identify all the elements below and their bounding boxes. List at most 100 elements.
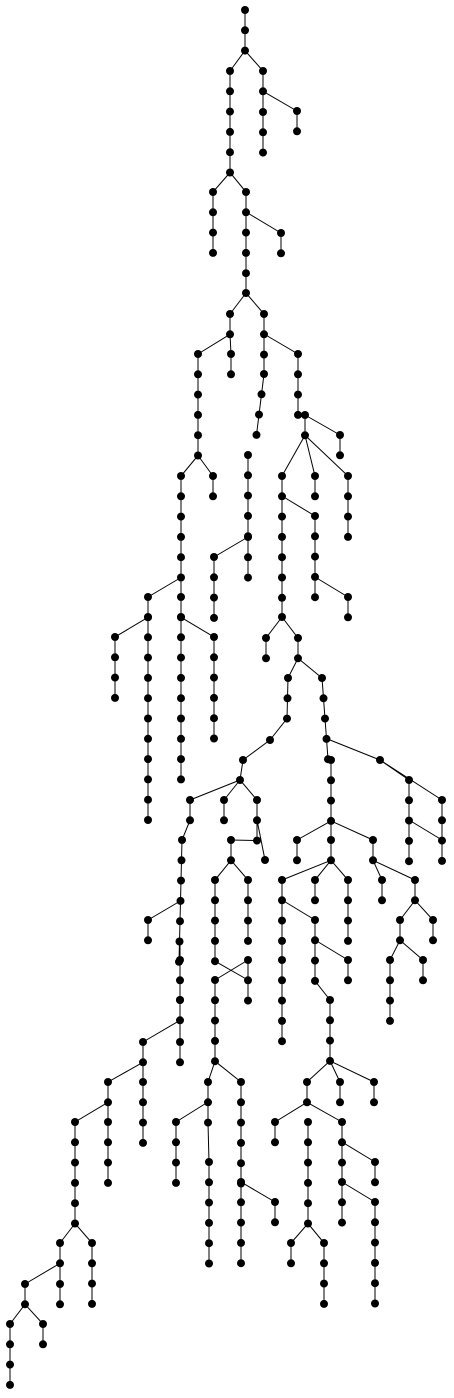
tree-node [271, 1198, 279, 1206]
tree-node [144, 816, 152, 824]
tree-node [204, 1078, 212, 1086]
tree-node [259, 108, 267, 116]
tree-node [205, 1259, 213, 1268]
tree-node [278, 896, 286, 905]
tree-node [176, 1058, 184, 1067]
tree-node [320, 1239, 328, 1247]
tree-node [211, 957, 219, 966]
tree-node [209, 188, 217, 196]
tree-node [259, 67, 267, 75]
tree-node [210, 673, 218, 682]
tree-node [144, 673, 152, 682]
tree-node [242, 289, 250, 297]
tree-edge [290, 1223, 309, 1244]
tree-node [278, 573, 286, 582]
tree-node [278, 956, 286, 964]
tree-node [177, 653, 185, 662]
tree-node [278, 492, 286, 501]
tree-edge [414, 899, 434, 921]
tree-node [226, 330, 234, 339]
tree-node [405, 796, 413, 805]
tree-node [336, 1078, 344, 1086]
tree-node [111, 673, 119, 682]
tree-node [259, 148, 267, 157]
tree-node [144, 633, 152, 642]
tree-node [327, 856, 335, 865]
tree-edge [189, 779, 241, 801]
tree-node [204, 1098, 212, 1107]
tree-node [293, 836, 301, 844]
tree-node [304, 1158, 312, 1167]
tree-node [172, 1118, 180, 1126]
tree-node [88, 1259, 96, 1268]
tree-node [419, 976, 427, 985]
tree-edge [213, 536, 249, 558]
tree-node [177, 856, 186, 865]
tree-node [371, 1279, 379, 1288]
tree-edge [212, 172, 231, 193]
tree-node [177, 492, 185, 501]
tree-node [338, 1198, 346, 1207]
tree-node [287, 1259, 295, 1268]
tree-node [261, 856, 269, 864]
tree-node [210, 693, 218, 702]
tree-node [144, 936, 152, 945]
tree-edge [197, 455, 214, 477]
tree-node [177, 876, 185, 885]
tree-node [210, 613, 218, 622]
tree-node [283, 714, 291, 723]
tree-edge [256, 819, 266, 861]
tree-edge [304, 414, 341, 436]
tree-node [293, 127, 301, 136]
tree-node [294, 350, 302, 358]
tree-node [71, 1219, 79, 1228]
tree-node [405, 836, 413, 845]
tree-node [244, 976, 252, 985]
tree-node [301, 431, 309, 440]
tree-edge [281, 899, 316, 921]
tree-node [176, 976, 184, 985]
tree-edge [296, 820, 332, 841]
tree-node [284, 674, 292, 682]
tree-node [186, 796, 194, 804]
tree-node [144, 775, 152, 784]
tree-node [227, 856, 235, 865]
tree-node [283, 694, 292, 703]
tree-edge [180, 616, 215, 638]
tree-edge [306, 1101, 343, 1123]
tree-node [226, 87, 234, 96]
tree-edge [281, 435, 306, 477]
tree-edge [329, 739, 381, 761]
tree-node [175, 937, 184, 946]
tree-node [226, 168, 234, 177]
tree-node [210, 653, 218, 662]
tree-node [411, 876, 419, 884]
tree-node [244, 533, 252, 541]
tree-node [311, 916, 319, 924]
tree-node [311, 593, 319, 602]
tree-node [257, 390, 266, 399]
tree-node [194, 390, 202, 399]
tree-node [438, 836, 446, 845]
tree-node [139, 1058, 147, 1067]
tree-node [144, 593, 152, 601]
tree-node [172, 1158, 180, 1167]
tree-node [438, 816, 446, 825]
tree-node [71, 1118, 79, 1126]
tree-edge [242, 739, 271, 761]
tree-node [278, 1037, 286, 1046]
tree-node [278, 472, 286, 480]
tree-node [322, 734, 331, 743]
tree-node [237, 1259, 245, 1268]
tree-node [104, 1098, 112, 1107]
tree-node [177, 532, 185, 541]
tree-node [278, 512, 286, 521]
tree-node [344, 512, 352, 521]
tree-node [39, 1340, 47, 1349]
tree-node [318, 674, 326, 682]
tree-node [259, 128, 267, 137]
tree-node [344, 532, 352, 541]
tree-node [242, 269, 250, 278]
tree-node [319, 694, 328, 703]
